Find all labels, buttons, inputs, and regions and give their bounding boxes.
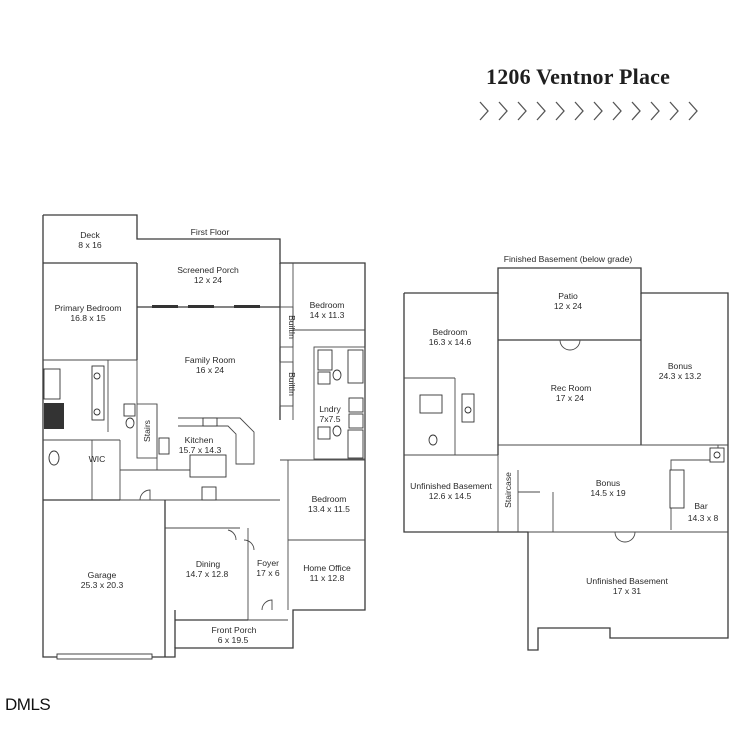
room-name-home-office: Home Office xyxy=(303,563,351,573)
room-dims-primary-bedroom: 16.8 x 15 xyxy=(70,313,106,323)
room-name-unfinished-1: Unfinished Basement xyxy=(410,481,492,491)
room-dims-dining: 14.7 x 12.8 xyxy=(186,569,229,579)
chevron-icon xyxy=(555,101,565,121)
page-title: 1206 Ventnor Place xyxy=(486,64,671,89)
room-dims-bar: 14.3 x 8 xyxy=(688,513,719,523)
chevron-icon xyxy=(479,101,489,121)
chevron-icon xyxy=(631,101,641,121)
room-dims-laundry: 7x7.5 xyxy=(319,414,340,424)
first-floor-walls xyxy=(42,214,366,660)
room-name-laundry: Lndry xyxy=(319,404,341,414)
room-name-wic: WIC xyxy=(89,454,106,464)
chevron-icon xyxy=(593,101,603,121)
chevron-icon xyxy=(688,101,698,121)
room-name-builtin-2: BuiltIn xyxy=(287,372,297,396)
room-dims-bedroom-1: 14 x 11.3 xyxy=(310,310,345,320)
room-dims-garage: 25.3 x 20.3 xyxy=(81,580,124,590)
room-name-bonus-2: Bonus xyxy=(596,478,620,488)
room-dims-bedroom-2: 13.4 x 11.5 xyxy=(308,504,350,514)
room-dims-unfinished-2: 17 x 31 xyxy=(613,586,641,596)
room-dims-rec-room: 17 x 24 xyxy=(556,393,584,403)
chevron-divider-icon xyxy=(479,101,698,121)
room-name-rec-room: Rec Room xyxy=(551,383,592,393)
room-name-patio: Patio xyxy=(558,291,578,301)
chevron-icon xyxy=(612,101,622,121)
first-floor-fixtures xyxy=(43,349,364,611)
first-floor-room-labels: Deck 8 x 16 Screened Porch 12 x 24 Prima… xyxy=(55,230,351,645)
basement-walls xyxy=(403,267,729,651)
chevron-icon xyxy=(517,101,527,121)
dmls-watermark: DMLS xyxy=(5,695,51,714)
room-dims-foyer: 17 x 6 xyxy=(256,568,280,578)
room-dims-bsmt-bedroom: 16.3 x 14.6 xyxy=(429,337,472,347)
room-name-bsmt-bedroom: Bedroom xyxy=(433,327,468,337)
first-floor-label: First Floor xyxy=(191,227,230,237)
room-dims-front-porch: 6 x 19.5 xyxy=(218,635,249,645)
room-name-bar: Bar xyxy=(694,501,708,511)
room-name-bedroom-2: Bedroom xyxy=(312,494,347,504)
room-dims-kitchen: 15.7 x 14.3 xyxy=(179,445,222,455)
room-name-kitchen: Kitchen xyxy=(185,435,214,445)
room-dims-screened-porch: 12 x 24 xyxy=(194,275,222,285)
room-name-dining: Dining xyxy=(196,559,221,569)
basement-label: Finished Basement (below grade) xyxy=(504,254,633,264)
basement-room-labels: Patio 12 x 24 Bedroom 16.3 x 14.6 Rec Ro… xyxy=(410,291,718,596)
chevron-icon xyxy=(574,101,584,121)
room-name-builtin-1: BuiltIn xyxy=(287,315,297,339)
room-dims-bonus-2: 14.5 x 19 xyxy=(590,488,626,498)
chevron-icon xyxy=(498,101,508,121)
room-name-bonus-1: Bonus xyxy=(668,361,692,371)
room-dims-home-office: 11 x 12.8 xyxy=(310,573,345,583)
room-name-deck: Deck xyxy=(80,230,100,240)
chevron-icon xyxy=(536,101,546,121)
room-dims-deck: 8 x 16 xyxy=(78,240,102,250)
room-name-garage: Garage xyxy=(88,570,117,580)
room-name-bedroom-1: Bedroom xyxy=(310,300,345,310)
room-dims-bonus-1: 24.3 x 13.2 xyxy=(659,371,702,381)
room-name-primary-bedroom: Primary Bedroom xyxy=(55,303,122,313)
room-dims-patio: 12 x 24 xyxy=(554,301,582,311)
chevron-icon xyxy=(650,101,660,121)
room-name-front-porch: Front Porch xyxy=(212,625,257,635)
room-name-unfinished-2: Unfinished Basement xyxy=(586,576,668,586)
room-name-stairs: Stairs xyxy=(142,420,152,442)
room-name-foyer: Foyer xyxy=(257,558,279,568)
room-dims-family-room: 16 x 24 xyxy=(196,365,224,375)
chevron-icon xyxy=(669,101,679,121)
room-name-staircase: Staircase xyxy=(503,472,513,508)
room-name-screened-porch: Screened Porch xyxy=(177,265,239,275)
room-name-family-room: Family Room xyxy=(185,355,236,365)
room-dims-unfinished-1: 12.6 x 14.5 xyxy=(429,491,472,501)
